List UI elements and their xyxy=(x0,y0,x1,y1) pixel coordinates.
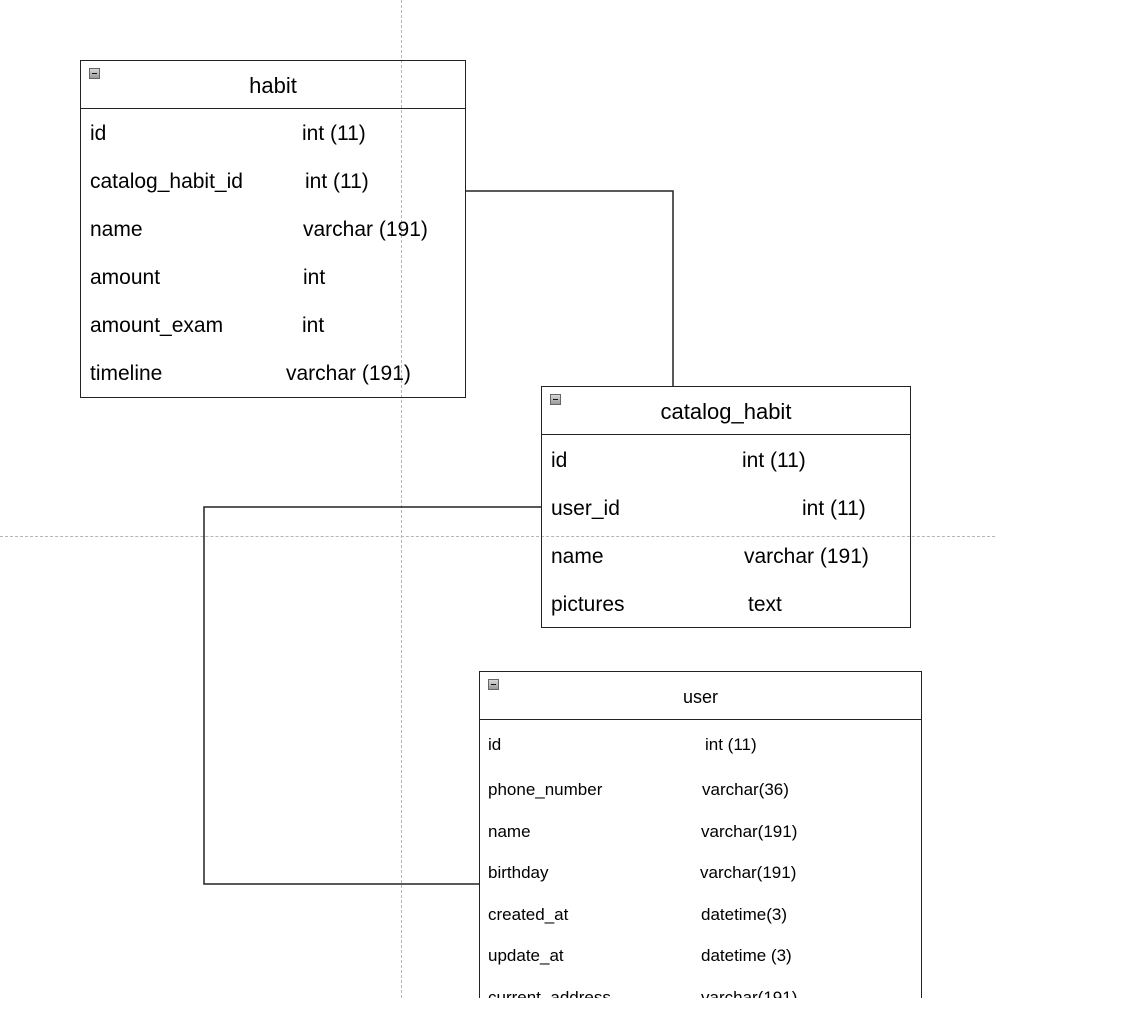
field-type: int xyxy=(303,266,326,289)
field-name: name xyxy=(488,822,531,841)
field-name: catalog_habit_id xyxy=(90,170,243,193)
field-type: datetime (3) xyxy=(701,946,792,965)
field-type: varchar(191) xyxy=(700,863,797,882)
field-type: datetime(3) xyxy=(701,905,787,924)
collapse-icon[interactable] xyxy=(488,679,499,690)
relation-connectors xyxy=(203,190,674,885)
field-name: current_address xyxy=(488,988,611,998)
field-type: int (11) xyxy=(305,170,369,193)
table-title: user xyxy=(682,687,718,707)
page-guide-vertical xyxy=(401,0,402,998)
table-title: catalog_habit xyxy=(660,399,792,424)
field-type: varchar(36) xyxy=(702,780,789,799)
field-name: pictures xyxy=(551,593,625,616)
page-guide-horizontal xyxy=(0,536,995,537)
field-type: int (11) xyxy=(705,735,757,754)
collapse-icon[interactable] xyxy=(550,394,561,405)
field-type: varchar(191) xyxy=(701,822,798,841)
field-name: user_id xyxy=(551,497,620,520)
field-name: created_at xyxy=(488,905,569,924)
field-name: birthday xyxy=(488,863,549,882)
table-user[interactable]: user id int (11) phone_number varchar(36… xyxy=(479,671,922,998)
table-title: habit xyxy=(249,73,297,98)
field-name: phone_number xyxy=(488,780,603,799)
table-header[interactable]: catalog_habit xyxy=(542,387,910,435)
diagram-canvas: habit id int (11) catalog_habit_id int (… xyxy=(0,0,995,998)
field-type: int (11) xyxy=(802,497,866,520)
table-catalog-habit[interactable]: catalog_habit id int (11) user_id int (1… xyxy=(541,386,911,628)
relation-catalog-habit-user[interactable] xyxy=(203,506,542,885)
table-header[interactable]: habit xyxy=(81,61,465,109)
field-name: id xyxy=(90,122,107,145)
field-type: int xyxy=(302,314,325,337)
table-habit[interactable]: habit id int (11) catalog_habit_id int (… xyxy=(80,60,466,398)
field-type: varchar (191) xyxy=(744,545,869,568)
table-header[interactable]: user xyxy=(480,672,921,720)
field-type: varchar(191) xyxy=(701,988,798,998)
field-type: varchar (191) xyxy=(286,362,411,385)
collapse-icon[interactable] xyxy=(89,68,100,79)
field-type: int (11) xyxy=(302,122,366,145)
field-type: text xyxy=(748,593,782,616)
field-name: timeline xyxy=(90,362,163,385)
field-name: name xyxy=(551,545,604,568)
field-name: id xyxy=(488,735,502,754)
field-type: int (11) xyxy=(742,449,806,472)
field-name: amount_exam xyxy=(90,314,224,337)
field-type: varchar (191) xyxy=(303,218,428,241)
relation-habit-catalog-habit[interactable] xyxy=(465,190,674,387)
field-name: name xyxy=(90,218,143,241)
field-name: amount xyxy=(90,266,161,289)
field-name: update_at xyxy=(488,946,564,965)
field-name: id xyxy=(551,449,568,472)
